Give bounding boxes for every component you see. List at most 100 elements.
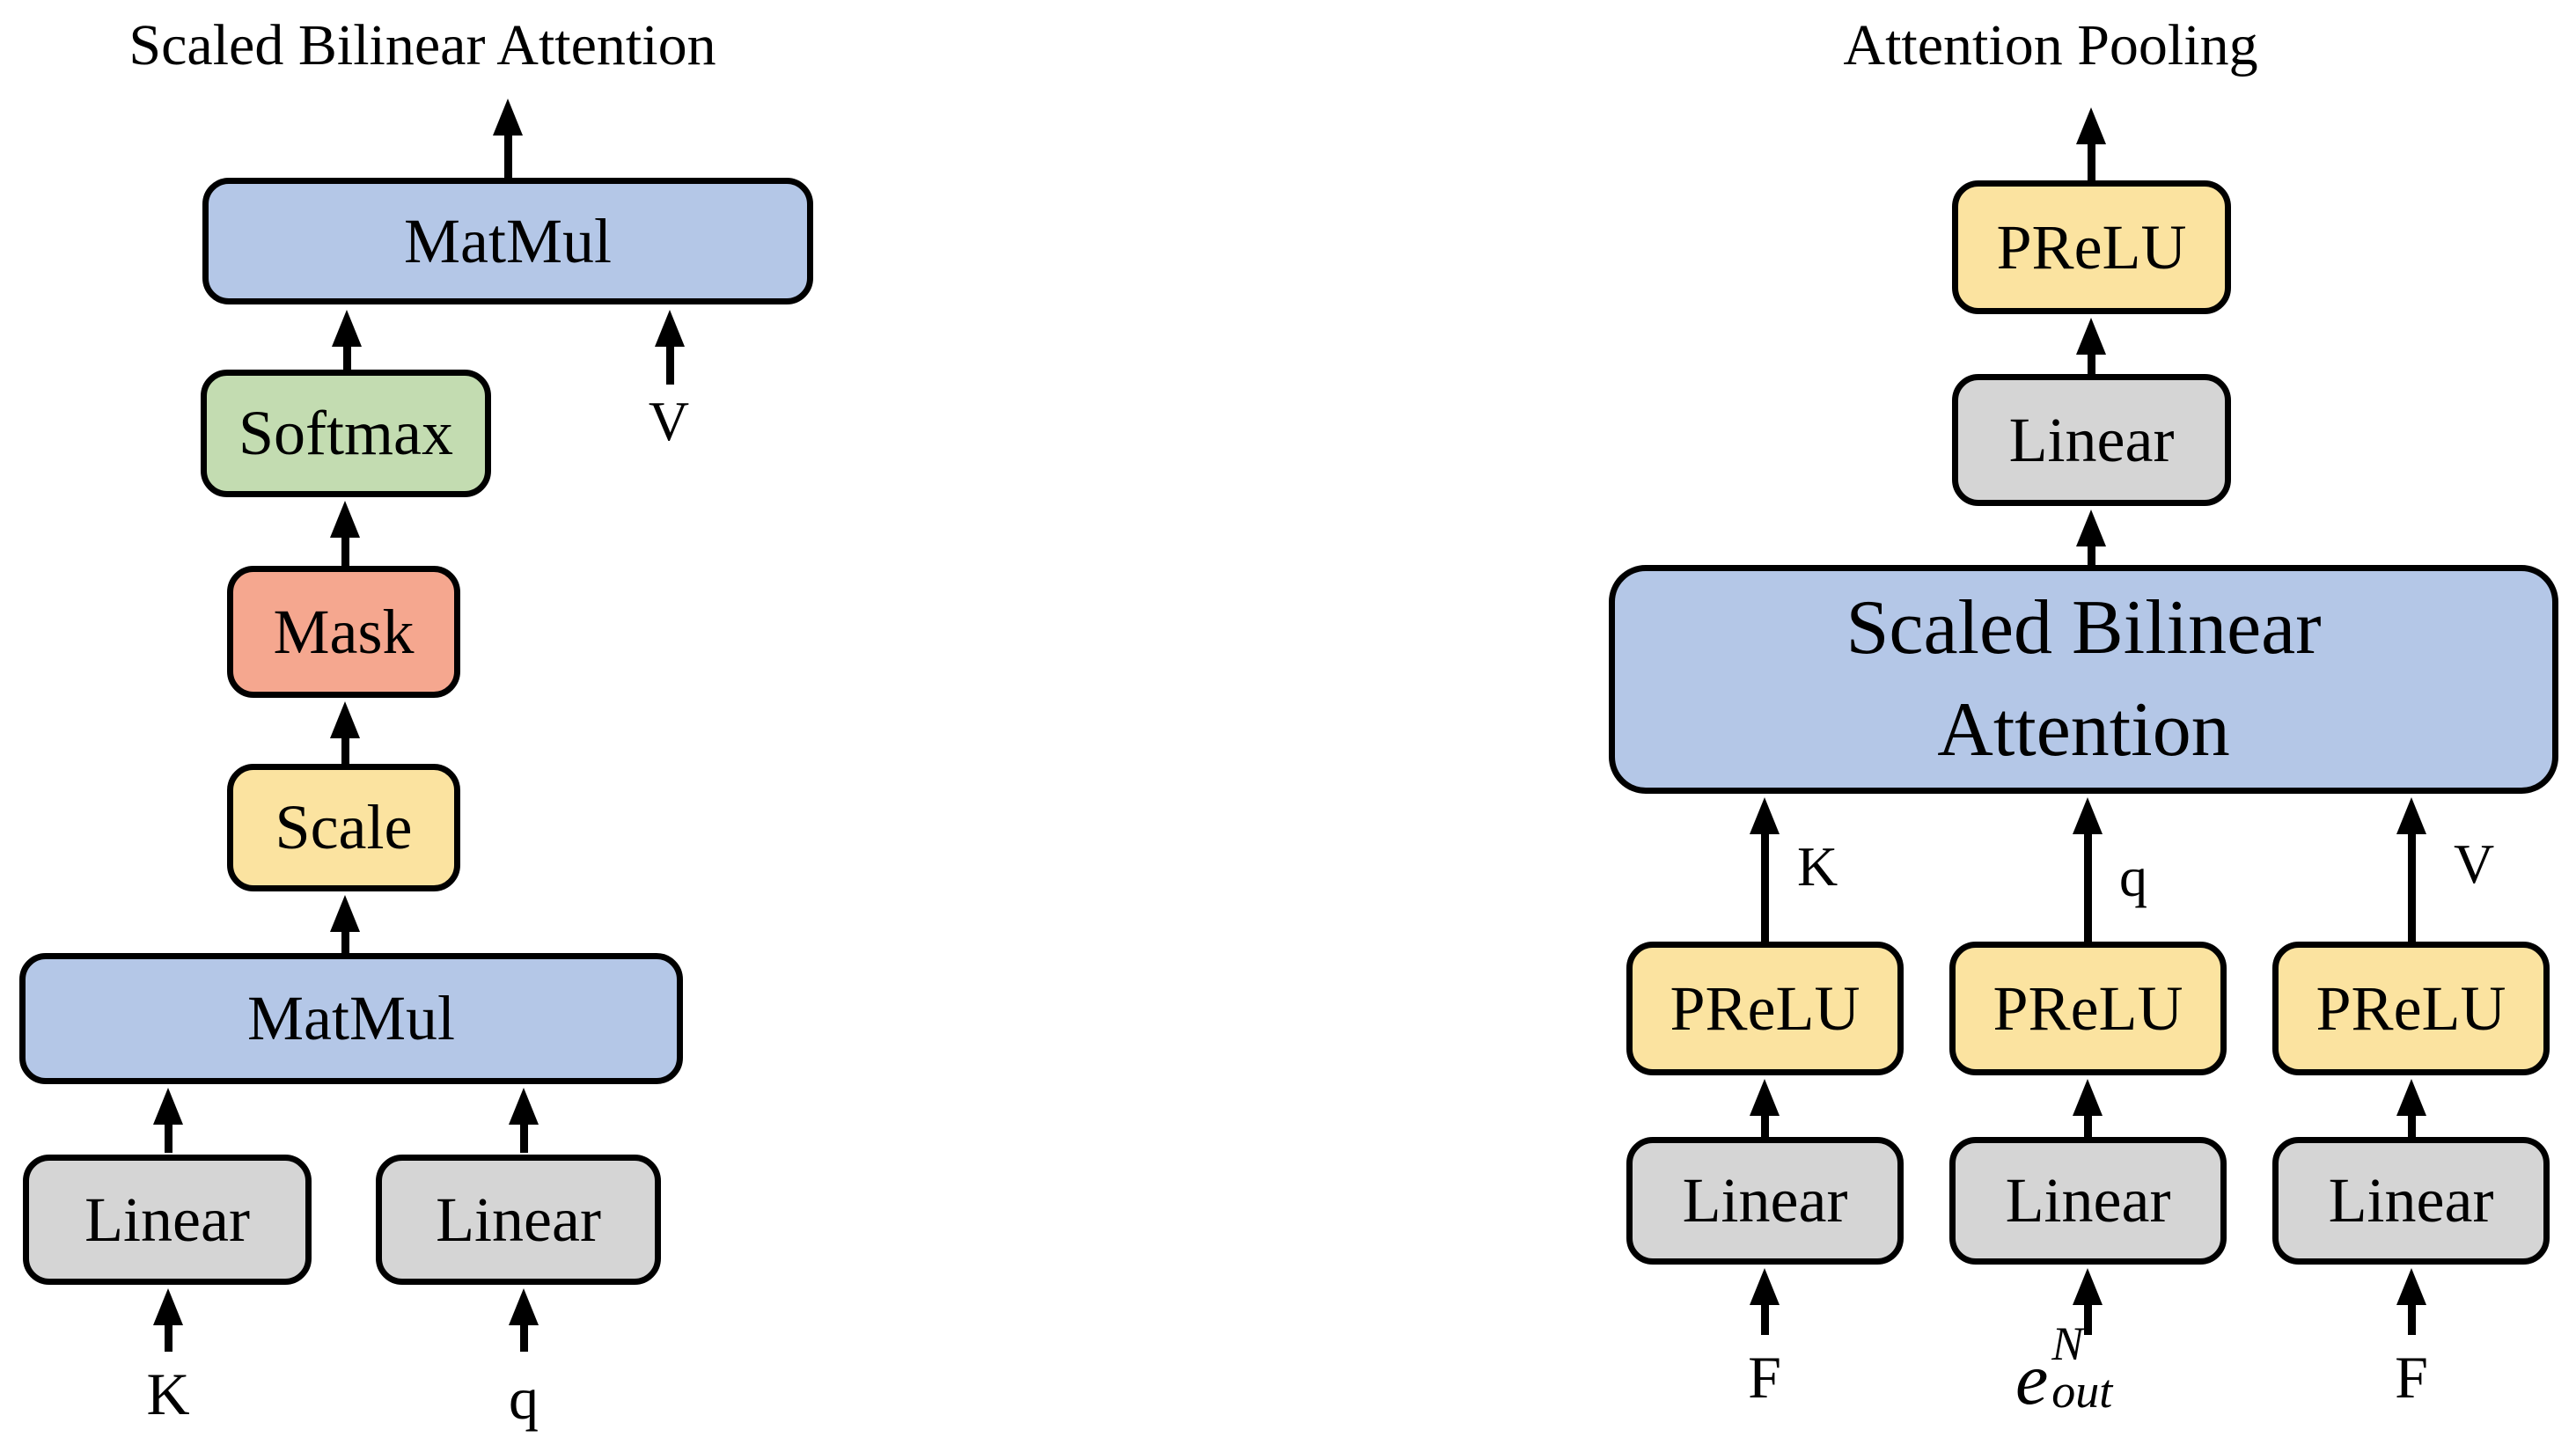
arrowhead-icon	[2076, 510, 2106, 546]
left-k-input-arrow-icon	[153, 1288, 183, 1352]
arrowhead-icon	[509, 1288, 539, 1325]
math-subscript: out	[2051, 1365, 2113, 1418]
left-diagram-title: Scaled Bilinear Attention	[128, 13, 716, 77]
right-prelu-k-label: PReLU	[1670, 972, 1860, 1044]
right-prelu-out-box: PReLU	[1952, 180, 2231, 314]
arrow-shaft	[2083, 834, 2092, 942]
left-scale-label: Scale	[275, 792, 413, 862]
left-softmax-to-matmul-arrow-icon	[332, 310, 362, 370]
left-softmax-box: Softmax	[201, 370, 491, 497]
arrow-shaft	[2087, 546, 2095, 565]
arrowhead-icon	[2396, 1268, 2426, 1305]
left-mask-box: Mask	[227, 566, 460, 698]
math-superscript: N	[2051, 1317, 2084, 1370]
right-scaled-bilinear-attention-box: Scaled Bilinear Attention	[1609, 565, 2558, 794]
arrowhead-icon	[2076, 318, 2106, 355]
left-v-label: V	[648, 390, 690, 452]
arrow-shaft	[2407, 834, 2416, 942]
right-linear-e-label: Linear	[2005, 1165, 2171, 1236]
arrowhead-icon	[2076, 107, 2106, 144]
left-softmax-label: Softmax	[239, 398, 453, 468]
arrow-shaft	[2083, 1116, 2092, 1137]
right-linearf1-to-prelu-arrow-icon	[1750, 1079, 1780, 1137]
left-linear-k-label: Linear	[84, 1184, 250, 1255]
arrow-shaft	[2087, 144, 2095, 180]
left-linear-k-box: Linear	[23, 1155, 312, 1285]
arrowhead-icon	[2396, 1079, 2426, 1116]
left-k-label: K	[146, 1360, 190, 1427]
left-matmul-top-label: MatMul	[403, 205, 612, 276]
arrow-shaft	[2083, 1305, 2092, 1335]
arrow-shaft	[2407, 1305, 2416, 1335]
right-f1-label: F	[1748, 1344, 1781, 1411]
left-linear-q-label: Linear	[436, 1184, 601, 1255]
left-v-input-arrow-icon	[655, 310, 685, 385]
right-prelu-q-label: PReLU	[1993, 972, 2183, 1044]
arrow-shaft	[519, 1125, 528, 1153]
left-scale-box: Scale	[227, 764, 460, 891]
left-matmul-to-scale-arrow-icon	[330, 895, 360, 953]
right-f2-label: F	[2395, 1344, 2428, 1411]
left-q-label: q	[509, 1365, 539, 1432]
right-linear-f2-box: Linear	[2272, 1137, 2550, 1265]
arrow-shaft	[341, 932, 349, 953]
right-q-arrow-icon	[2073, 797, 2103, 942]
right-f2-input-arrow-icon	[2396, 1268, 2426, 1335]
left-q-input-arrow-icon	[509, 1288, 539, 1352]
arrowhead-icon	[332, 310, 362, 347]
arrow-shaft	[1760, 1305, 1769, 1335]
left-mask-label: Mask	[273, 596, 415, 667]
arrow-shaft	[341, 538, 349, 566]
right-linear-f1-label: Linear	[1682, 1165, 1848, 1236]
right-prelu-v-box: PReLU	[2272, 942, 2550, 1075]
right-prelu-v-label: PReLU	[2315, 972, 2506, 1044]
left-matmul-top-box: MatMul	[202, 178, 813, 304]
right-linear-f2-label: Linear	[2328, 1165, 2494, 1236]
arrow-shaft	[164, 1325, 172, 1352]
right-q-label: q	[2119, 846, 2147, 908]
arrow-shaft	[341, 738, 349, 764]
right-linear-to-prelu-arrow-icon	[2076, 318, 2106, 374]
arrow-shaft	[1760, 834, 1769, 942]
arrowhead-icon	[1750, 1268, 1780, 1305]
arrowhead-icon	[153, 1088, 183, 1125]
arrowhead-icon	[1750, 1079, 1780, 1116]
arrow-shaft	[2407, 1116, 2416, 1137]
right-f1-input-arrow-icon	[1750, 1268, 1780, 1335]
arrow-shaft	[665, 347, 674, 385]
arrowhead-icon	[509, 1088, 539, 1125]
left-scale-to-mask-arrow-icon	[330, 701, 360, 764]
right-e-input-arrow-icon	[2073, 1268, 2103, 1335]
left-lineark-to-matmul-arrow-icon	[153, 1088, 183, 1153]
arrow-shaft	[342, 347, 351, 370]
arrow-shaft	[2087, 355, 2095, 374]
right-diagram-title: Attention Pooling	[1843, 13, 2258, 77]
left-linear-q-box: Linear	[376, 1155, 661, 1285]
right-linear-e-box: Linear	[1949, 1137, 2227, 1265]
right-linear-out-label: Linear	[2008, 404, 2175, 475]
arrow-shaft	[164, 1125, 172, 1153]
arrowhead-icon	[655, 310, 685, 347]
arrowhead-icon	[330, 895, 360, 932]
arrowhead-icon	[2073, 797, 2103, 834]
arrowhead-icon	[2396, 797, 2426, 834]
math-base: e	[2015, 1338, 2049, 1420]
right-prelu-q-box: PReLU	[1949, 942, 2227, 1075]
right-v-label: V	[2454, 832, 2495, 895]
right-linear-f1-box: Linear	[1626, 1137, 1904, 1265]
right-v-arrow-icon	[2396, 797, 2426, 942]
arrowhead-icon	[330, 501, 360, 538]
right-lineare-to-prelu-arrow-icon	[2073, 1079, 2103, 1137]
right-prelu-out-label: PReLU	[1996, 211, 2187, 282]
right-e-out-label: e N out	[2015, 1317, 2113, 1420]
arrow-shaft	[503, 136, 512, 180]
right-linear-out-box: Linear	[1952, 374, 2231, 506]
arrowhead-icon	[493, 99, 523, 136]
arrow-shaft	[519, 1325, 528, 1352]
right-sba-label: Scaled Bilinear Attention	[1846, 584, 2322, 773]
arrowhead-icon	[330, 701, 360, 738]
right-sba-to-linear-arrow-icon	[2076, 510, 2106, 565]
left-matmul-bottom-box: MatMul	[19, 953, 683, 1084]
left-output-arrow-icon	[493, 99, 523, 180]
